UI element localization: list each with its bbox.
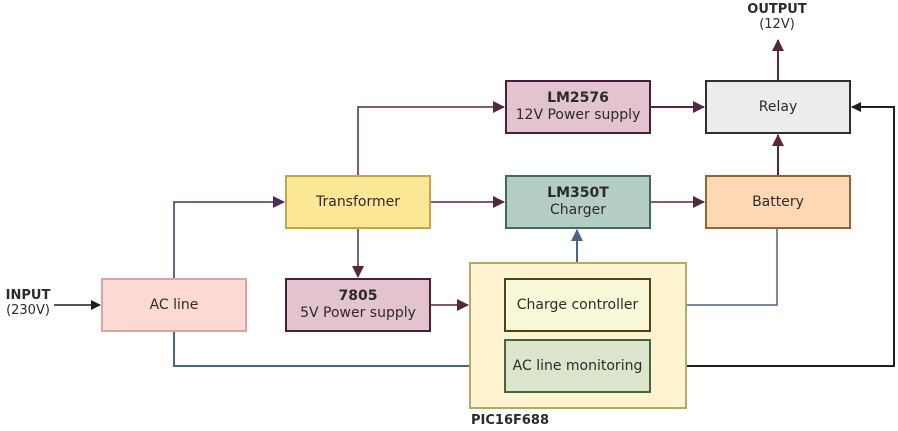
charger-label: Charger xyxy=(550,202,606,218)
wire-acline-transformer xyxy=(173,196,285,278)
ac-line-monitoring-block: AC line monitoring xyxy=(504,339,651,393)
lm350t-part-label: LM350T xyxy=(547,185,609,201)
5v-power-supply-label: 5V Power supply xyxy=(300,305,416,321)
output-voltage: (12V) xyxy=(759,17,795,32)
charger-block: LM350T Charger xyxy=(505,175,651,229)
wire-battery-cc xyxy=(651,229,778,311)
relay-block: Relay xyxy=(705,80,851,134)
input-voltage: (230V) xyxy=(6,303,50,318)
input-title: INPUT xyxy=(5,288,51,303)
ac-line-label: AC line xyxy=(149,296,199,313)
output-label: OUTPUT (12V) xyxy=(742,2,812,32)
ac-line-block: AC line xyxy=(101,278,247,332)
wire-acline-monitoring xyxy=(173,332,504,372)
battery-block: Battery xyxy=(705,175,851,229)
12v-power-supply-label: 12V Power supply xyxy=(515,107,641,123)
input-label: INPUT (230V) xyxy=(2,288,54,318)
ac-line-monitoring-label: AC line monitoring xyxy=(512,357,643,374)
charge-controller-block: Charge controller xyxy=(504,278,651,332)
relay-label: Relay xyxy=(758,98,798,115)
transformer-label: Transformer xyxy=(315,193,400,210)
pic16f688-label: PIC16F688 xyxy=(471,413,550,428)
battery-label: Battery xyxy=(752,193,804,210)
12v-power-supply-block: LM2576 12V Power supply xyxy=(505,80,651,134)
5v-power-supply-block: 7805 5V Power supply xyxy=(285,278,431,332)
wire-transformer-lm2576 xyxy=(357,101,505,175)
7805-part-label: 7805 xyxy=(338,288,378,304)
charge-controller-label: Charge controller xyxy=(516,296,639,313)
transformer-block: Transformer xyxy=(285,175,431,229)
lm2576-part-label: LM2576 xyxy=(547,90,609,106)
wire-monitoring-relay xyxy=(651,102,895,367)
output-title: OUTPUT xyxy=(747,2,807,17)
